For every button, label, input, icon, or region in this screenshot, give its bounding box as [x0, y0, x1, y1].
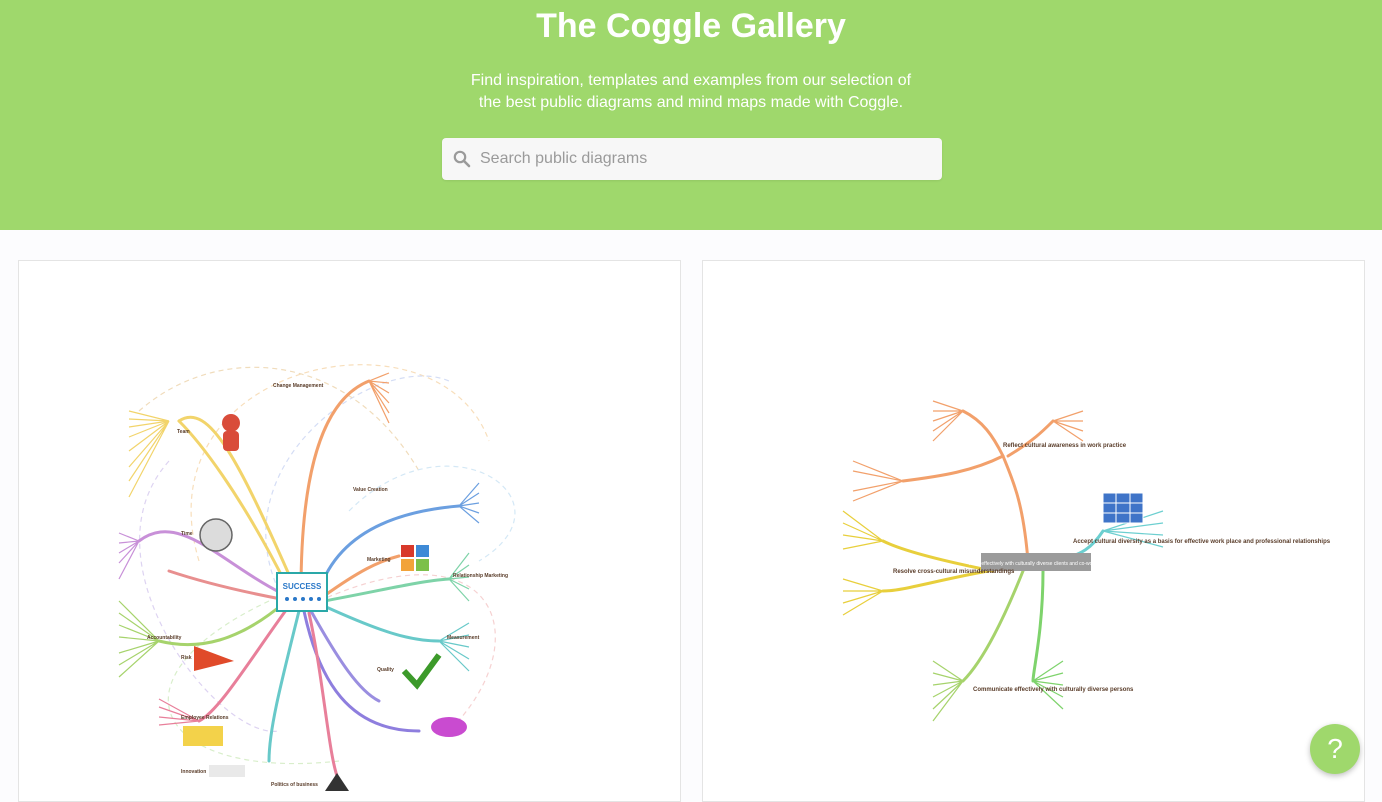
- mindmap-center-label: Work effectively with culturally diverse…: [968, 561, 1104, 567]
- page-title: The Coggle Gallery: [536, 7, 846, 45]
- branch-label: Relationship Marketing: [453, 573, 508, 579]
- help-button[interactable]: ?: [1310, 724, 1360, 774]
- branch-label: Employee Relations: [181, 715, 229, 721]
- mindmap-center-label: SUCCESS: [283, 582, 322, 591]
- search-icon: [453, 150, 471, 168]
- search-input[interactable]: [480, 138, 920, 180]
- mindmap-preview-success: SUCCESS Change Management Value Creation…: [118, 364, 516, 791]
- gallery-card-cultural-diversity[interactable]: Work effectively with culturally diverse…: [702, 260, 1365, 802]
- gallery-card-success[interactable]: SUCCESS Change Management Value Creation…: [18, 260, 681, 802]
- subtitle-line-2: the best public diagrams and mind maps m…: [478, 94, 904, 111]
- branch-label: Marketing: [367, 557, 391, 563]
- branch-label: Risk: [181, 655, 192, 661]
- branch-label: Measurement: [447, 635, 480, 641]
- branch-label: Team: [177, 429, 190, 435]
- branch-label: Change Management: [273, 383, 324, 389]
- hero-banner: The Coggle Gallery Find inspiration, tem…: [0, 0, 1382, 230]
- branch-label: Politics of business: [271, 782, 318, 788]
- branch-label: Quality: [377, 667, 394, 673]
- branch-label: Reflect cultural awareness in work pract…: [1003, 443, 1127, 449]
- mindmap-preview-cultural: Work effectively with culturally diverse…: [842, 400, 1331, 722]
- page-subtitle: Find inspiration, templates and examples…: [0, 70, 1382, 114]
- subtitle-line-1: Find inspiration, templates and examples…: [470, 72, 912, 89]
- branch-label: Resolve cross-cultural misunderstandings: [893, 569, 1015, 575]
- branch-label: Accountability: [147, 635, 182, 641]
- branch-label: Innovation: [181, 769, 206, 775]
- branch-label: Value Creation: [353, 487, 388, 493]
- branch-label: Communicate effectively with culturally …: [973, 687, 1134, 693]
- search-box[interactable]: [442, 138, 942, 180]
- branch-label: Accept cultural diversity as a basis for…: [1073, 539, 1331, 545]
- branch-label: Time: [181, 531, 193, 537]
